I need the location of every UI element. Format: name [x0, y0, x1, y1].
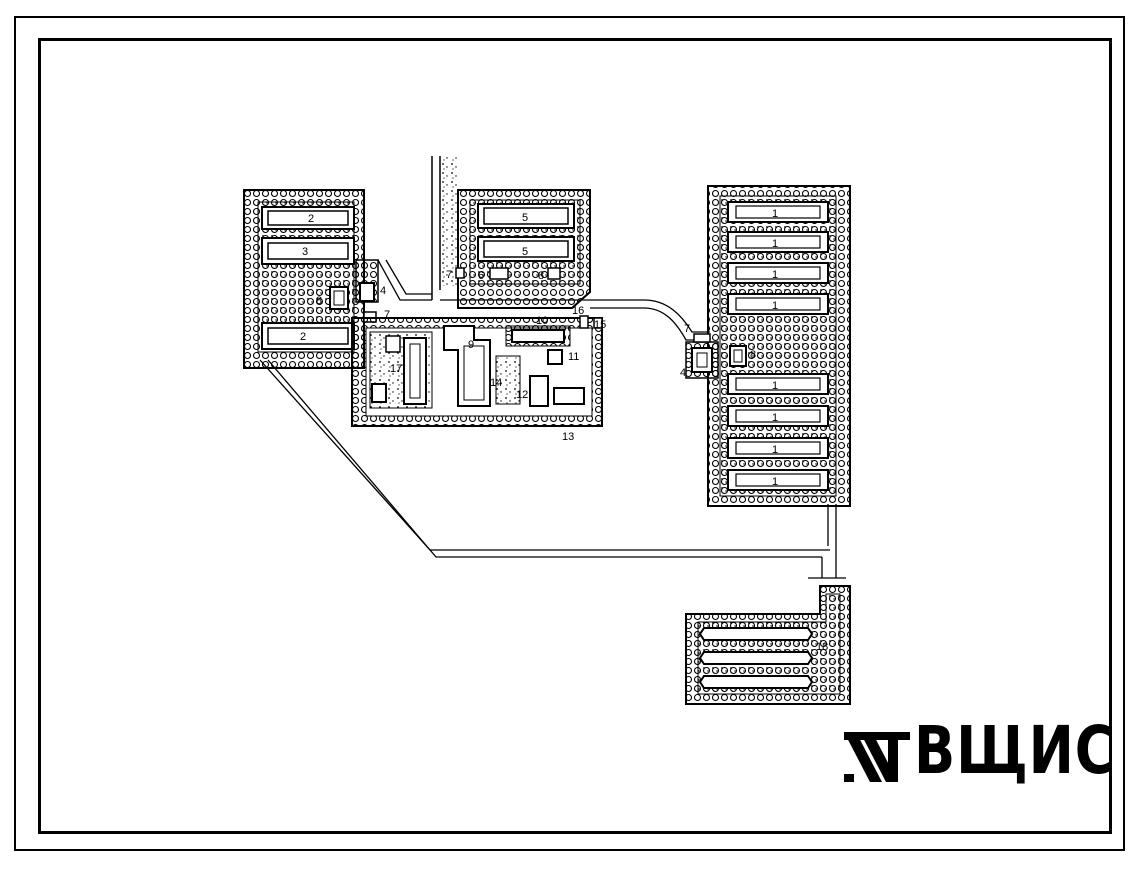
barn-2-bottom [261, 322, 355, 350]
label-1c: 1 [772, 269, 778, 281]
logo-text: ВЩИС [914, 712, 1116, 789]
label-14: 14 [490, 377, 502, 389]
building-16 [579, 315, 589, 329]
label-7-top: 7 [446, 269, 452, 281]
label-6: 6 [478, 270, 484, 282]
building-12 [529, 375, 549, 407]
building-10 [511, 329, 565, 343]
label-13: 13 [562, 431, 574, 443]
label-1e: 1 [772, 380, 778, 392]
building-17 [403, 337, 427, 405]
building-4-left [359, 282, 375, 302]
logo: ВЩИС [842, 718, 1114, 794]
label-1d: 1 [772, 300, 778, 312]
label-10: 10 [536, 315, 548, 327]
label-7-right: 7 [684, 323, 690, 335]
label-5-bottom: 5 [522, 246, 528, 258]
label-3: 3 [302, 246, 308, 258]
building-8-left [329, 286, 349, 310]
label-1b: 1 [772, 238, 778, 250]
building-15 [593, 317, 603, 329]
label-4-left: 4 [380, 285, 386, 297]
label-12: 12 [516, 389, 528, 401]
building-4-right [691, 347, 713, 373]
building-11 [547, 349, 563, 365]
label-1a: 1 [772, 208, 778, 220]
label-8-top: 8 [538, 270, 544, 282]
barn-3 [261, 237, 355, 265]
building-6 [489, 267, 509, 280]
left-block: 2 3 8 2 [243, 189, 365, 369]
label-11: 11 [568, 351, 579, 363]
tvbshs-emblem-icon [844, 732, 910, 782]
label-9: 9 [468, 339, 474, 351]
label-7-left: 7 [384, 309, 390, 321]
bottom-block-18 [685, 585, 851, 705]
label-2-top: 2 [308, 213, 314, 225]
label-16: 16 [572, 305, 584, 317]
label-15: 15 [594, 319, 606, 331]
building-8-right [729, 345, 747, 367]
label-1f: 1 [772, 412, 778, 424]
label-17: 17 [390, 363, 402, 375]
label-8-right: 8 [750, 349, 756, 361]
label-18: 18 [816, 641, 828, 653]
top-block: 5 5 6 8 [457, 189, 591, 309]
barn-row-1 [727, 201, 829, 491]
central-block: 17 9 14 10 11 12 [351, 315, 603, 427]
label-2-bottom: 2 [300, 331, 306, 343]
building-8-top [547, 267, 561, 280]
label-1g: 1 [772, 444, 778, 456]
inner-frame [38, 38, 1112, 834]
label-5-top: 5 [522, 212, 528, 224]
label-4-right: 4 [680, 367, 686, 379]
label-1h: 1 [772, 476, 778, 488]
outer-frame [14, 16, 1125, 851]
barn-2-top [261, 206, 355, 230]
road-network [259, 259, 846, 579]
label-8-left: 8 [316, 295, 322, 307]
